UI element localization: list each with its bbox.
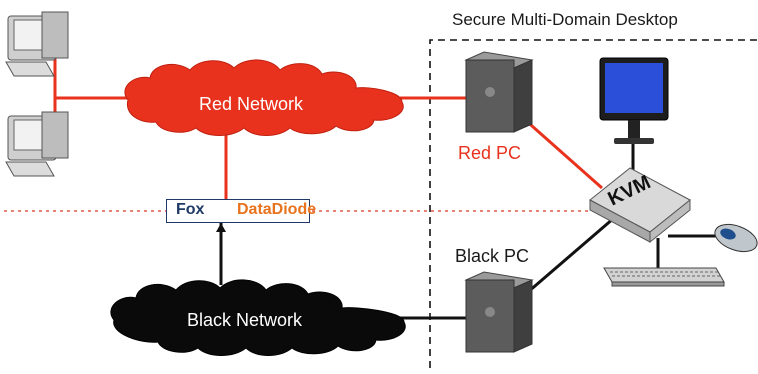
black-network-cloud bbox=[110, 279, 406, 356]
monitor-icon bbox=[599, 57, 669, 144]
upward-arrowhead-icon bbox=[216, 223, 226, 232]
red-pc-label: Red PC bbox=[458, 143, 522, 163]
red-pc-to-kvm-link bbox=[522, 116, 603, 190]
red-network-label: Red Network bbox=[199, 94, 304, 114]
black-pc-to-kvm-link bbox=[527, 216, 615, 294]
secure-desktop-boundary bbox=[429, 39, 758, 368]
mouse-icon bbox=[714, 223, 758, 253]
black-links bbox=[219, 118, 722, 320]
red-links bbox=[53, 58, 603, 199]
black-pc-tower-icon bbox=[464, 271, 534, 353]
black-pc-label: Black PC bbox=[455, 246, 530, 266]
black-network-label: Black Network bbox=[187, 310, 303, 330]
red-network-cloud bbox=[124, 59, 404, 136]
data-diode-box bbox=[166, 199, 310, 223]
kvm-switch-icon: KVM bbox=[589, 167, 691, 244]
workstation-top-icon bbox=[5, 11, 69, 77]
diode-brand-label: Fox bbox=[176, 201, 205, 218]
keyboard-icon bbox=[603, 267, 725, 287]
red-pc-tower-icon bbox=[464, 51, 534, 133]
secure-desktop-title: Secure Multi-Domain Desktop bbox=[452, 10, 678, 29]
workstation-bottom-icon bbox=[5, 111, 69, 177]
diode-product-label: DataDiode bbox=[237, 201, 317, 218]
